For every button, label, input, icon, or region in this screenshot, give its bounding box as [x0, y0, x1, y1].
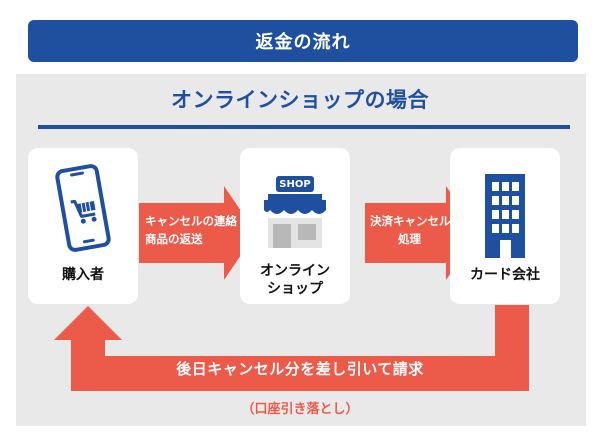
smartphone-cart-icon: [55, 164, 111, 252]
arrow2-text-line1: 決済キャンセル: [370, 214, 451, 228]
buyer-label: 購入者: [62, 267, 104, 283]
office-building-icon: [485, 174, 525, 258]
card-company-label: カード会社: [470, 267, 540, 283]
buyer-card: 購入者: [28, 148, 138, 304]
arrow-card-to-buyer: [54, 305, 529, 391]
return-arrow-text: 後日キャンセル分を差し引いて請求: [176, 360, 424, 378]
return-arrow-note: （口座引き落とし）: [241, 402, 359, 417]
arrow-shop-to-card: [365, 186, 478, 280]
arrow-buyer-to-shop: [139, 186, 256, 280]
arrow2-text-line2: 処理: [398, 232, 421, 246]
shop-card: SHOP オンライン ショップ: [240, 148, 350, 304]
section-title: オンラインショップの場合: [171, 88, 429, 112]
header-title-bar: 返金の流れ: [28, 20, 578, 62]
shop-storefront-icon: [264, 176, 326, 248]
shop-label-line1: オンライン: [260, 263, 330, 279]
card-company-card: カード会社: [450, 148, 560, 304]
arrow1-text-line2: 商品の返送: [145, 232, 203, 246]
section-divider: [38, 125, 570, 129]
page-title: 返金の流れ: [255, 32, 351, 53]
shop-sign-text: SHOP: [279, 179, 311, 190]
arrow1-text-line1: キャンセルの連絡: [145, 214, 237, 228]
shop-label-line2: ショップ: [267, 281, 323, 297]
